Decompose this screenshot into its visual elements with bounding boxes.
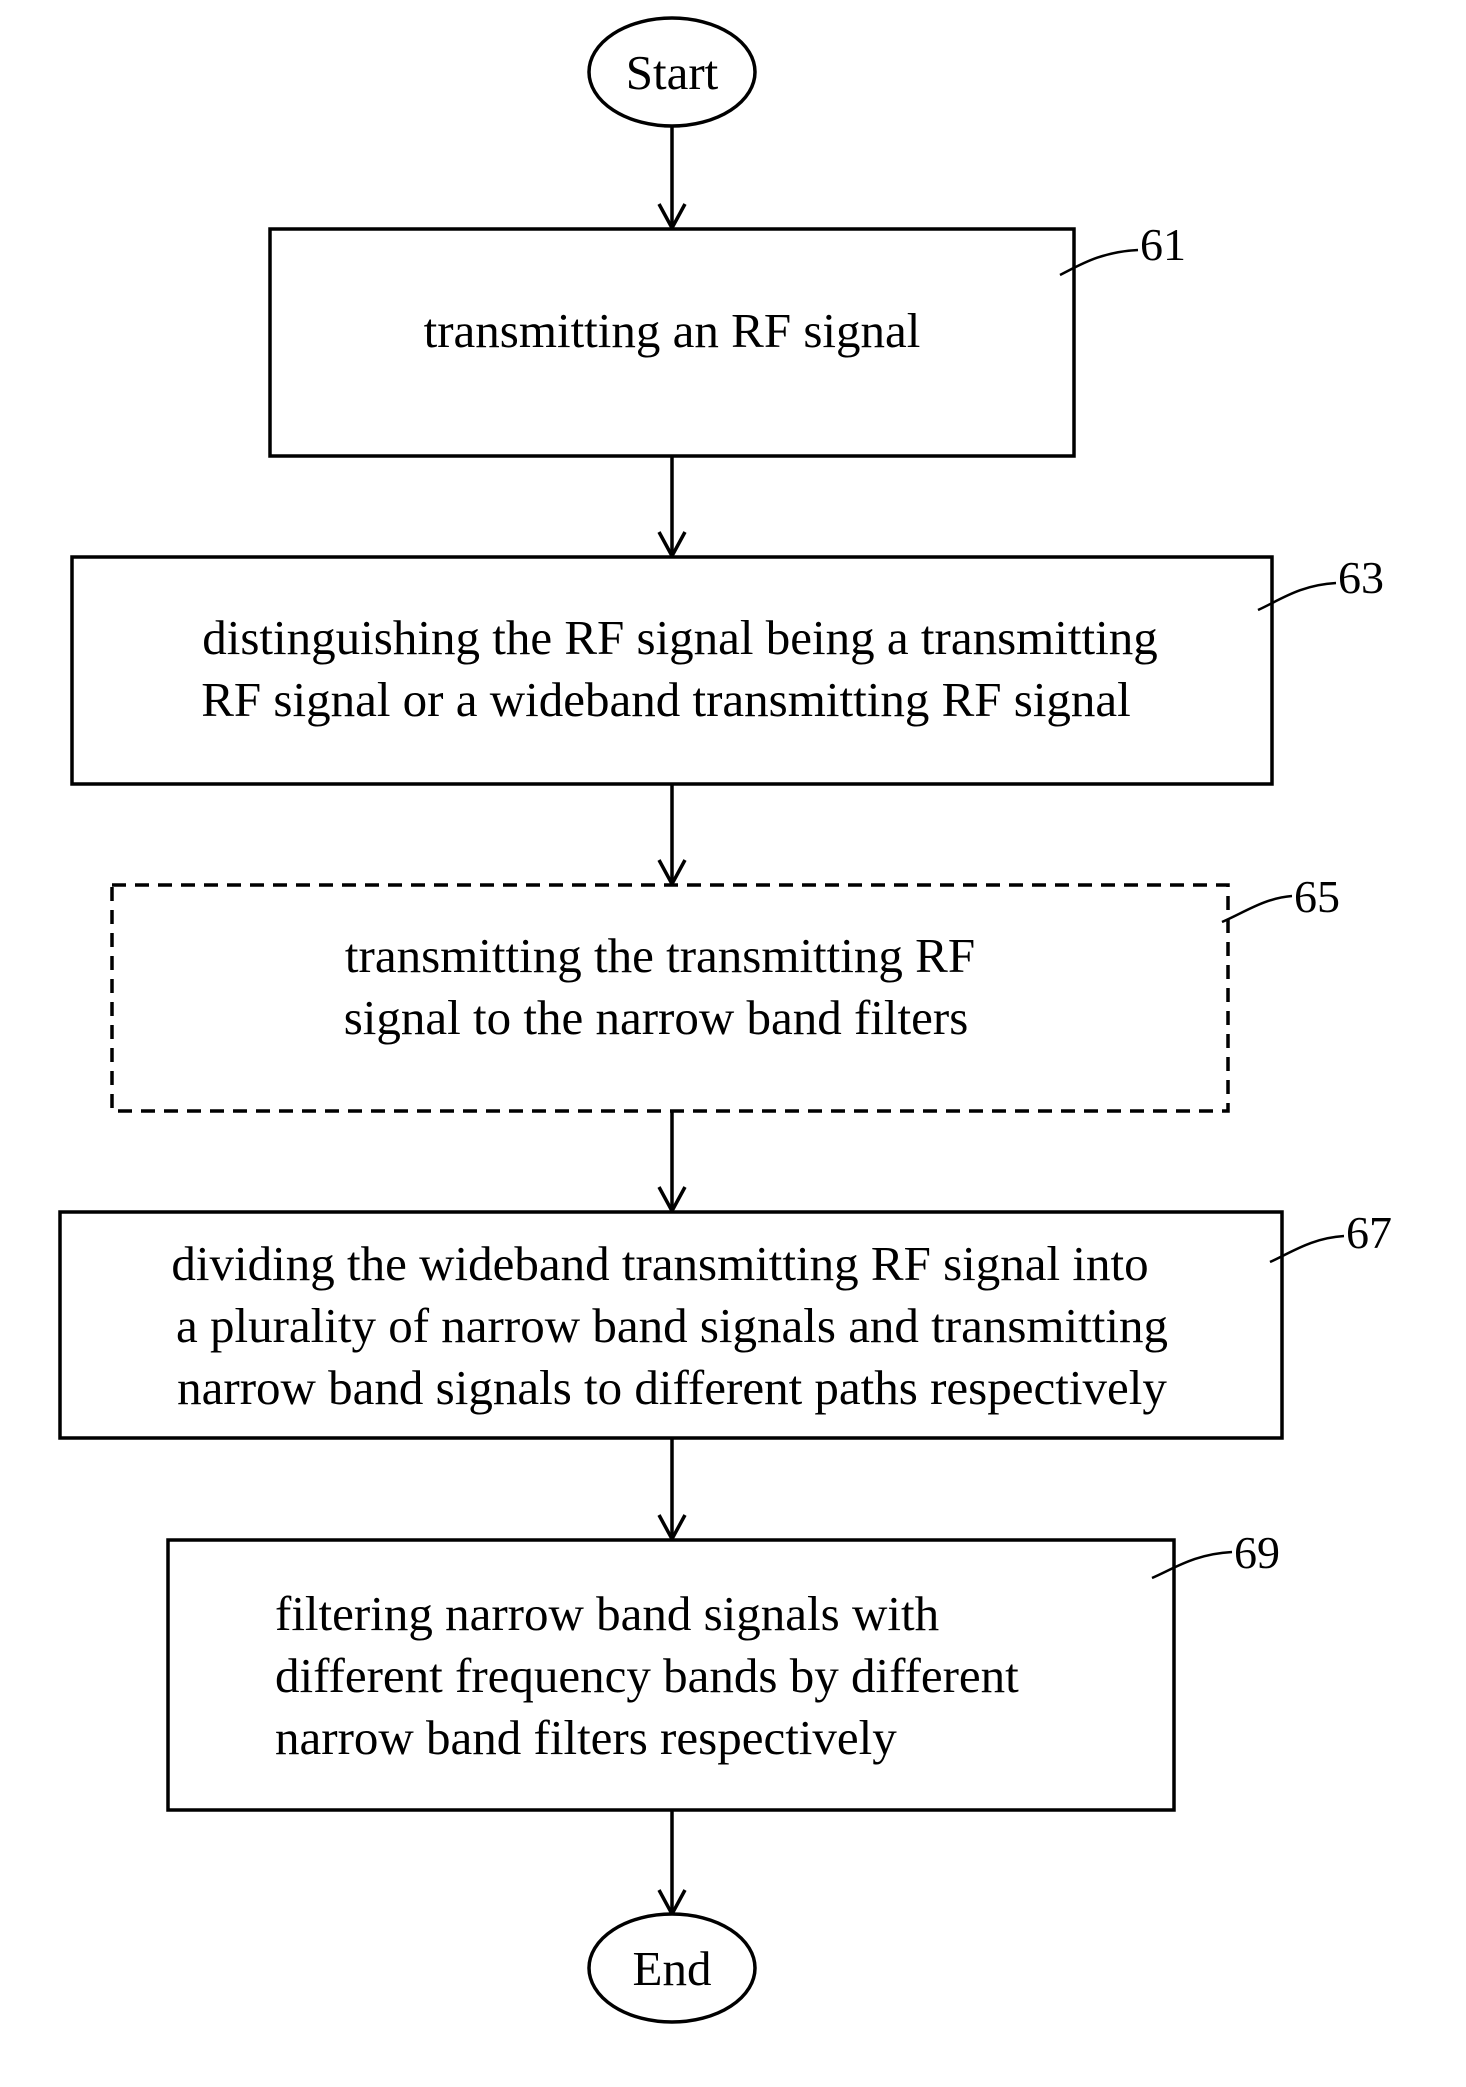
step-69: filtering narrow band signals with diffe… [168, 1527, 1280, 1810]
step-63-line-2: RF signal or a wideband transmitting RF … [201, 672, 1131, 727]
start-label: Start [626, 45, 719, 100]
step-61-line-1: transmitting an RF signal [424, 303, 921, 358]
step-67-ref: 67 [1346, 1207, 1392, 1258]
end-label: End [633, 1941, 712, 1996]
step-63-ref: 63 [1338, 552, 1384, 603]
step-65-leader [1222, 896, 1292, 922]
step-65-line-1: transmitting the transmitting RF [345, 928, 975, 983]
step-67: dividing the wideband transmitting RF si… [60, 1207, 1392, 1438]
step-67-line-3: narrow band signals to different paths r… [177, 1360, 1167, 1415]
step-69-ref: 69 [1234, 1527, 1280, 1578]
step-61: transmitting an RF signal 61 [270, 219, 1186, 456]
step-69-line-2: different frequency bands by different [275, 1648, 1019, 1703]
step-67-line-1: dividing the wideband transmitting RF si… [171, 1236, 1148, 1291]
step-61-ref: 61 [1140, 219, 1186, 270]
step-65: transmitting the transmitting RF signal … [112, 871, 1340, 1111]
step-69-line-3: narrow band filters respectively [275, 1710, 897, 1765]
step-69-line-1: filtering narrow band signals with [275, 1586, 939, 1641]
step-67-line-2: a plurality of narrow band signals and t… [176, 1298, 1168, 1353]
step-65-ref: 65 [1294, 871, 1340, 922]
step-63: distinguishing the RF signal being a tra… [72, 552, 1384, 784]
step-63-box [72, 557, 1272, 784]
step-65-line-2: signal to the narrow band filters [344, 990, 969, 1045]
step-63-line-1: distinguishing the RF signal being a tra… [202, 610, 1157, 665]
